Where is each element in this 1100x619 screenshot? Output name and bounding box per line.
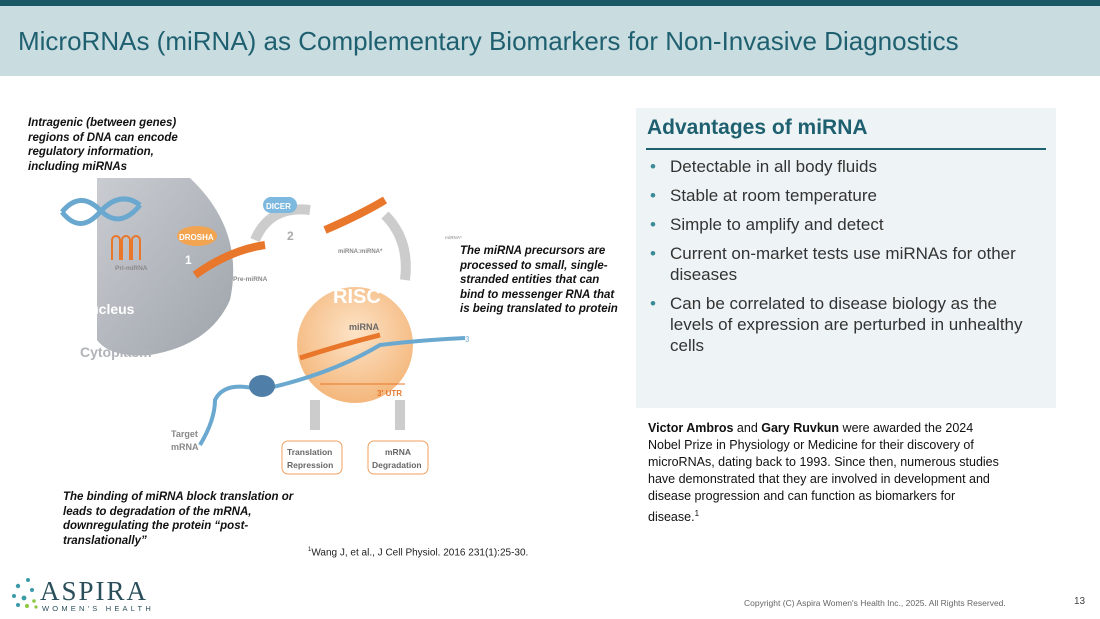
note-precursors: The miRNA precursors are processed to sm… xyxy=(460,245,618,315)
svg-text:mRNA: mRNA xyxy=(385,447,411,457)
mirna-strand xyxy=(299,332,381,361)
svg-text:DICER: DICER xyxy=(266,202,291,211)
svg-text:miRNA:miRNA*: miRNA:miRNA* xyxy=(338,249,383,255)
bullet-icon: • xyxy=(650,157,656,176)
svg-text:Pri-miRNA: Pri-miRNA xyxy=(115,265,148,272)
list-item: •Detectable in all body fluids xyxy=(650,157,877,176)
translation-repression-box xyxy=(281,440,343,475)
list-item: •Simple to amplify and detect xyxy=(650,215,884,234)
logo-molecule-icon xyxy=(12,578,38,609)
risc-complex xyxy=(297,287,413,403)
bullet-icon: • xyxy=(650,244,656,263)
mrna-degradation-box xyxy=(367,440,429,475)
svg-text:Translation: Translation xyxy=(287,447,332,457)
svg-text:Repression: Repression xyxy=(287,460,333,470)
svg-text:mRNA: mRNA xyxy=(171,442,199,452)
ribosome-icon xyxy=(249,375,275,397)
top-accent-bar xyxy=(0,0,1100,6)
svg-text:miRNA: miRNA xyxy=(349,322,380,332)
reference-footnote: 1Wang J, et al., J Cell Physiol. 2016 23… xyxy=(308,547,529,559)
advantages-heading: Advantages of miRNA xyxy=(647,116,868,139)
bullet-icon: • xyxy=(650,215,656,234)
svg-text:Cytoplasm: Cytoplasm xyxy=(80,344,152,360)
advantages-list: •Detectable in all body fluids •Stable a… xyxy=(648,156,1043,364)
arrow-2 xyxy=(250,204,311,243)
list-item: •Can be correlated to disease biology as… xyxy=(650,294,1023,355)
list-item: •Stable at room temperature xyxy=(650,186,877,205)
dicer-icon xyxy=(263,197,297,213)
arrow-down xyxy=(381,211,411,281)
slide-header: MicroRNAs (miRNA) as Complementary Bioma… xyxy=(0,6,1100,76)
svg-text:miRNA*: miRNA* xyxy=(445,235,462,240)
svg-text:Pre-miRNA: Pre-miRNA xyxy=(233,276,268,283)
svg-text:Nucleus: Nucleus xyxy=(80,301,135,317)
target-mrna-strand xyxy=(198,336,466,447)
duplex-icon xyxy=(323,196,388,234)
mirna-pathway-diagram: Nucleus Cytoplasm DROSHA DICER 1 2 Pri-m… xyxy=(60,178,470,475)
svg-text:3' UTR: 3' UTR xyxy=(377,389,402,398)
pri-mirna-icon xyxy=(111,235,141,260)
svg-text:DROSHA: DROSHA xyxy=(179,233,214,242)
svg-text:Target: Target xyxy=(171,429,198,439)
slide-title: MicroRNAs (miRNA) as Complementary Bioma… xyxy=(18,26,959,56)
dna-icon xyxy=(60,196,142,226)
aspira-logo: ASPIRA WOMEN'S HEALTH xyxy=(10,576,151,614)
outcome-arrows xyxy=(310,400,405,430)
heading-divider xyxy=(646,148,1046,150)
bullet-icon: • xyxy=(650,186,656,205)
note-intragenic: Intragenic (between genes) regions of DN… xyxy=(28,117,178,173)
advantages-panel: Advantages of miRNA •Detectable in all b… xyxy=(636,108,1056,408)
nobel-paragraph: Victor Ambros and Gary Ruvkun were award… xyxy=(648,421,999,525)
drosha-icon xyxy=(177,226,217,246)
page-number: 13 xyxy=(1074,596,1086,607)
list-item: •Current on-market tests use miRNAs for … xyxy=(650,244,1016,284)
svg-text:Degradation: Degradation xyxy=(372,460,422,470)
svg-text:2: 2 xyxy=(287,229,294,243)
nucleus-shape xyxy=(97,178,234,356)
bullet-icon: • xyxy=(650,294,656,313)
svg-text:RISC: RISC xyxy=(333,286,381,308)
svg-text:3': 3' xyxy=(465,335,470,344)
note-binding: The binding of miRNA block translation o… xyxy=(63,491,294,547)
copyright: Copyright (C) Aspira Women's Health Inc.… xyxy=(744,598,1006,608)
pre-mirna-icon xyxy=(192,241,266,279)
svg-text:1: 1 xyxy=(185,253,192,267)
